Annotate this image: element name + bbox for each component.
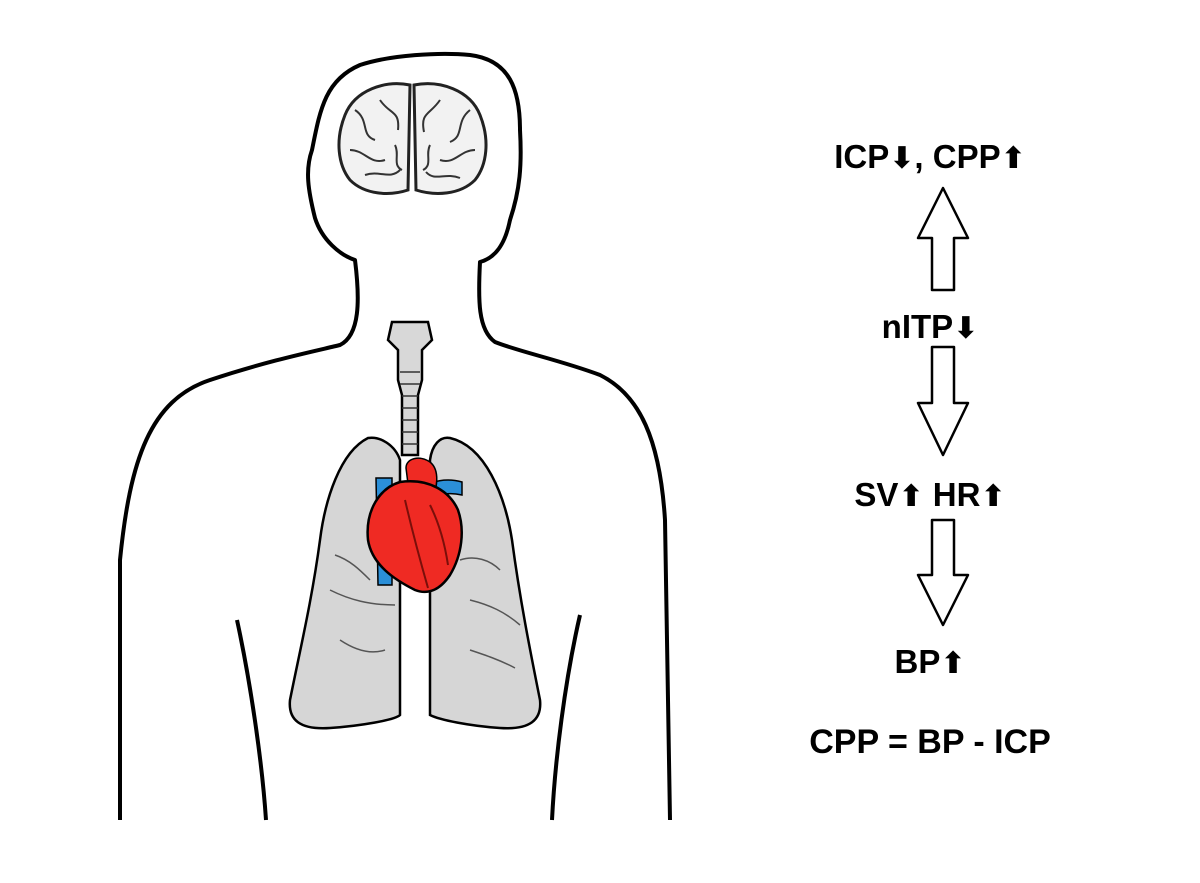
down-arrow-icon: ⬇ bbox=[953, 311, 979, 346]
up-arrow-icon: ⬆ bbox=[980, 479, 1006, 514]
label-cpp: , CPP bbox=[914, 138, 1001, 175]
up-arrow-icon: ⬆ bbox=[898, 479, 924, 514]
flow-arrow-down-1 bbox=[916, 345, 970, 457]
label-hr: HR bbox=[923, 476, 981, 513]
heart bbox=[366, 457, 463, 594]
label-bp: BP bbox=[894, 643, 941, 680]
label-icp: ICP bbox=[834, 138, 890, 175]
flow-arrow-up bbox=[916, 186, 970, 292]
node-nitp: nITP⬇ bbox=[760, 310, 1100, 344]
label-sv: SV bbox=[854, 476, 899, 513]
node-sv-hr: SV⬆ HR⬆ bbox=[760, 478, 1100, 512]
formula-cpp: CPP = BP - ICP bbox=[809, 723, 1051, 761]
body-silhouette bbox=[118, 51, 672, 821]
brain bbox=[337, 82, 488, 195]
label-nitp: nITP bbox=[881, 308, 954, 345]
node-icp-cpp: ICP⬇, CPP⬆ bbox=[760, 140, 1100, 174]
right-arm-outline bbox=[550, 614, 582, 821]
node-bp: BP⬆ bbox=[760, 645, 1100, 679]
trachea bbox=[386, 320, 434, 457]
left-arm-outline bbox=[235, 619, 268, 821]
up-arrow-icon: ⬆ bbox=[1000, 141, 1026, 176]
down-arrow-icon: ⬇ bbox=[889, 141, 915, 176]
up-arrow-icon: ⬆ bbox=[940, 646, 966, 681]
flow-arrow-down-2 bbox=[916, 518, 970, 627]
